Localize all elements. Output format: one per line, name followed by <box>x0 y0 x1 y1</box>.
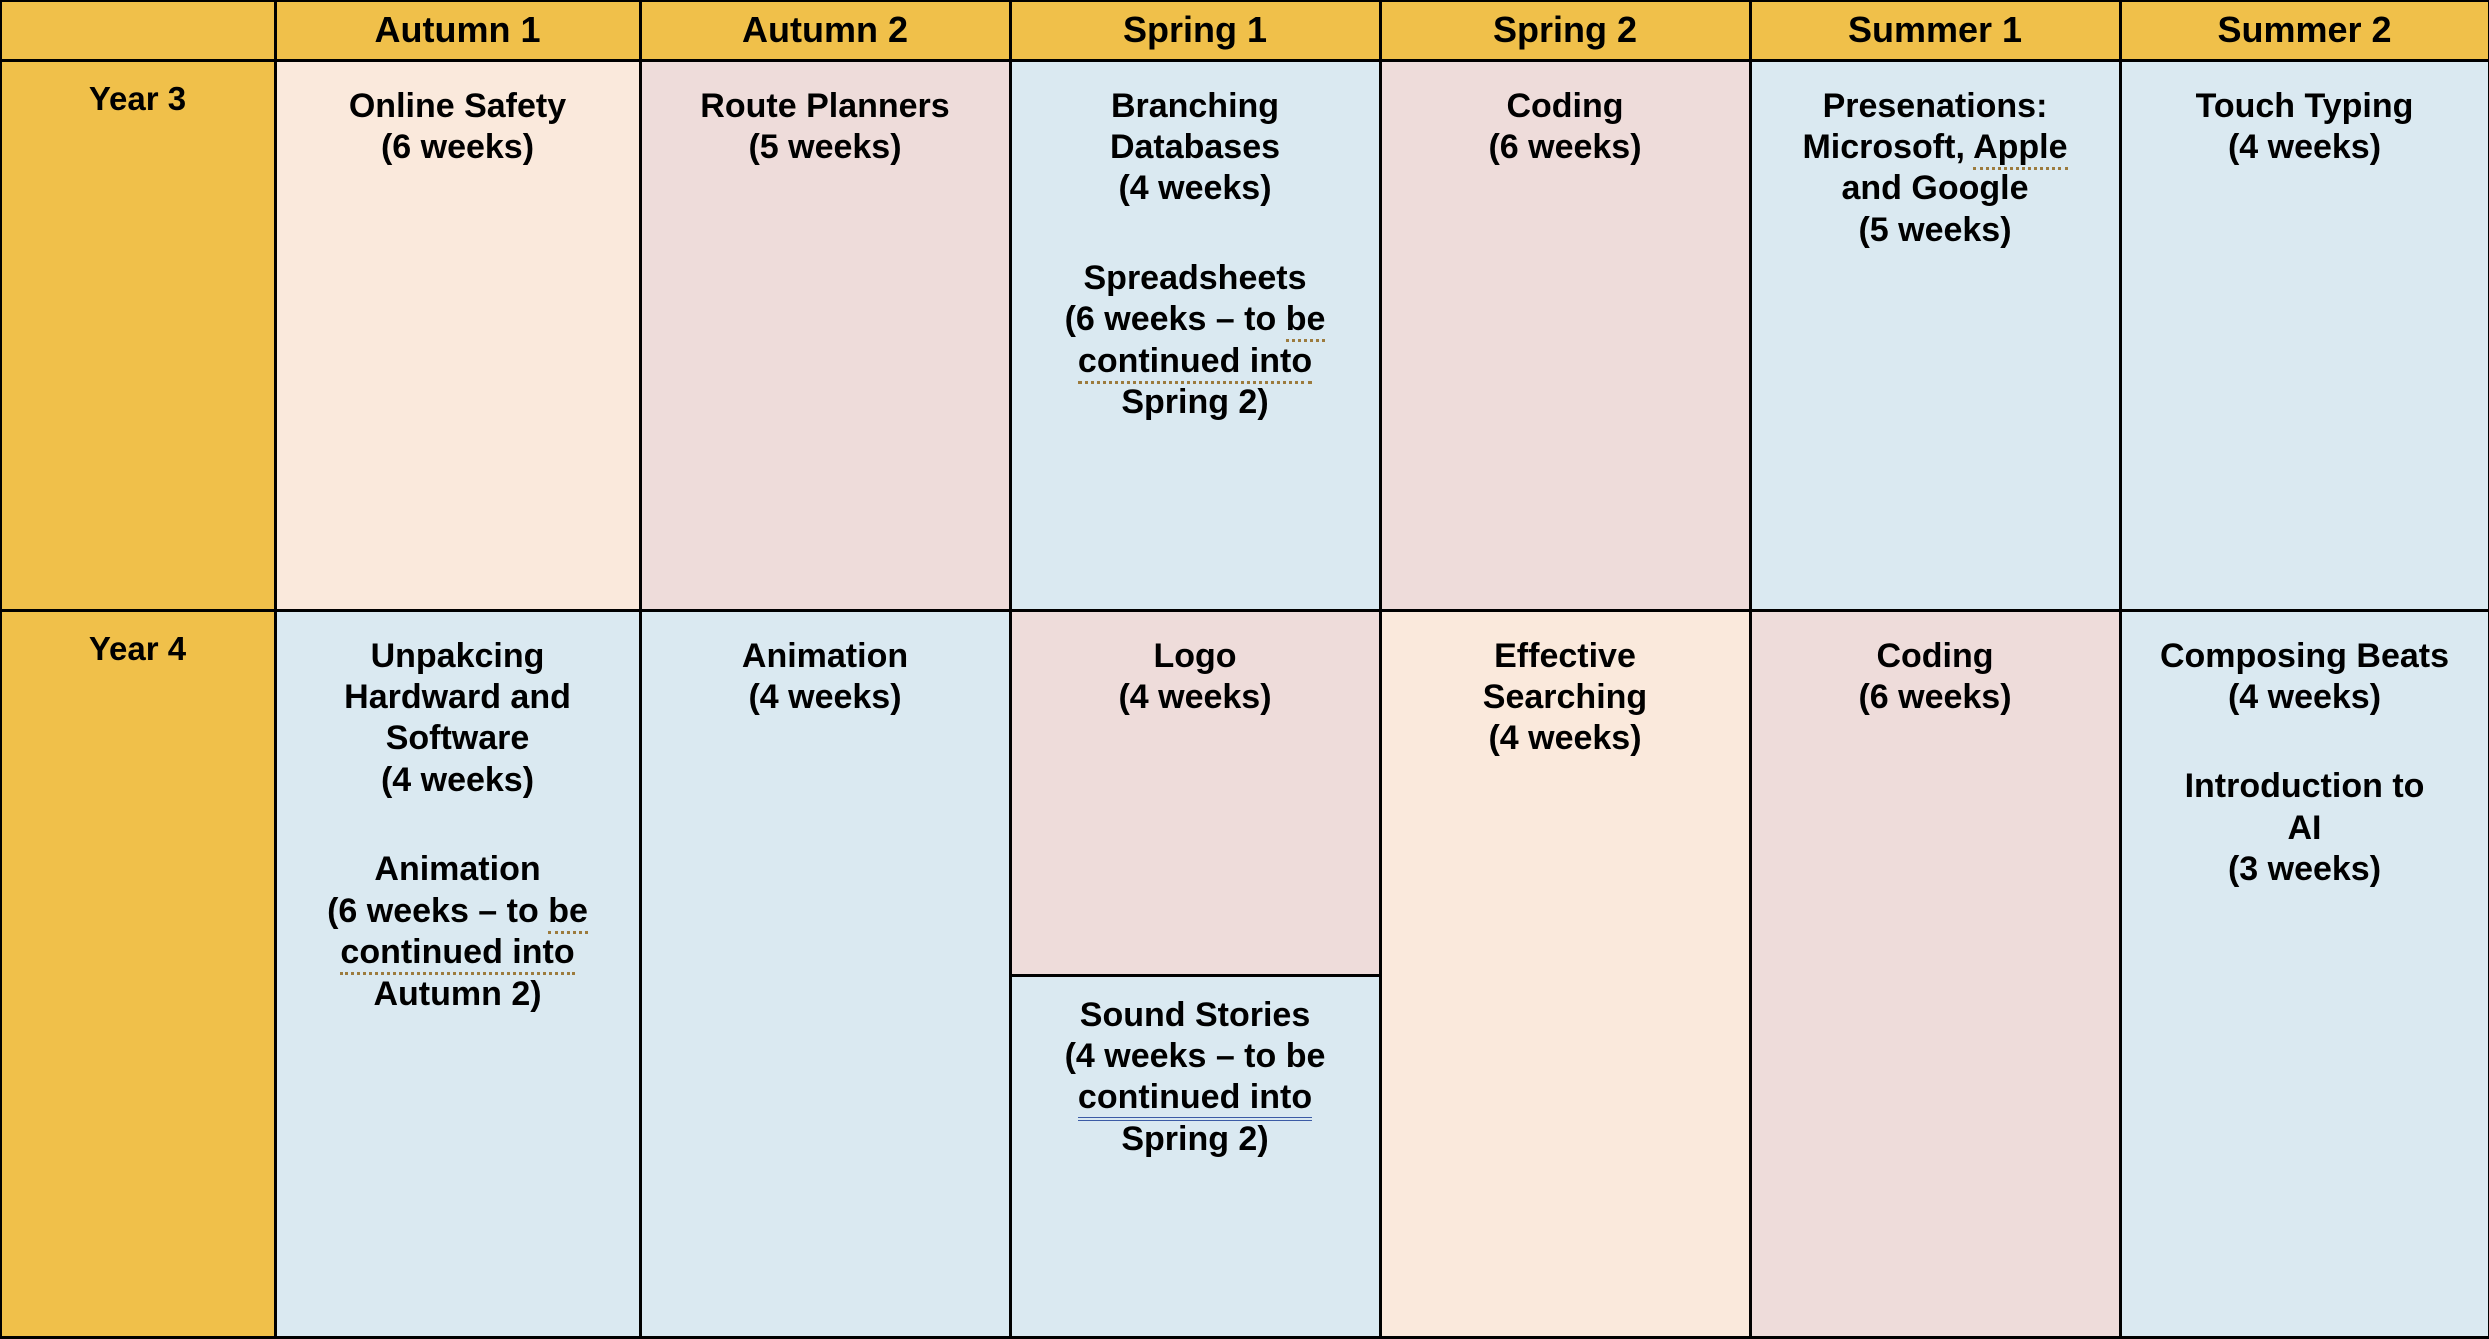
row-header-year-3: Year 3 <box>0 59 277 612</box>
topic-title: Composing Beats <box>2134 636 2476 677</box>
topic-title-line-2: Searching <box>1394 677 1737 718</box>
topic-sound-stories: Sound Stories (4 weeks – to be continued… <box>1012 977 1379 1336</box>
column-header-autumn-1: Autumn 1 <box>274 0 642 62</box>
topic-online-safety: Online Safety (6 weeks) <box>289 86 627 169</box>
topic-note-line-3: Spring 2) <box>1121 1119 1268 1160</box>
topic-title-line-1: Effective <box>1394 636 1737 677</box>
column-header-spring-2: Spring 2 <box>1379 0 1752 62</box>
column-header-summer-1: Summer 1 <box>1749 0 2122 62</box>
topic-duration: (6 weeks) <box>1394 127 1737 168</box>
topic-unpacking-hardware-software: Unpakcing Hardward and Software (4 weeks… <box>289 636 627 802</box>
topic-duration: (4 weeks) <box>654 677 997 718</box>
spell-error-continued-into: continued into <box>1078 342 1312 384</box>
topic-title: Coding <box>1394 86 1737 127</box>
note-text: Microsoft, <box>1802 128 1973 166</box>
topic-note-line-1: (6 weeks – to be <box>1024 299 1367 340</box>
note-text: (6 weeks – to <box>1065 300 1286 338</box>
topic-note-line-2: continued into <box>289 932 627 973</box>
column-header-spring-1: Spring 1 <box>1009 0 1382 62</box>
spell-error-apple: Apple <box>1973 128 2067 170</box>
topic-duration: (5 weeks) <box>1764 210 2107 251</box>
topic-duration: (6 weeks) <box>1764 677 2107 718</box>
topic-route-planners: Route Planners (5 weeks) <box>654 86 997 169</box>
spell-error-be: be <box>1286 300 1326 342</box>
topic-spreadsheets: Spreadsheets (6 weeks – to be continued … <box>1024 258 1367 424</box>
topic-title-line-3: Software <box>289 718 627 759</box>
spell-error-continued-into: continued into <box>340 933 574 975</box>
cell-year3-autumn2: Route Planners (5 weeks) <box>639 59 1012 612</box>
topic-duration: (3 weeks) <box>2134 849 2476 890</box>
topic-note-line-3: Autumn 2) <box>289 974 627 1015</box>
column-header-summer-2: Summer 2 <box>2119 0 2489 62</box>
topic-coding: Coding (6 weeks) <box>1394 86 1737 169</box>
topic-duration: (5 weeks) <box>654 127 997 168</box>
topic-duration: (4 weeks) <box>289 760 627 801</box>
topic-duration: (4 weeks) <box>2134 127 2476 168</box>
row-header-year-4: Year 4 <box>0 609 277 1339</box>
cell-year3-spring1: Branching Databases (4 weeks) Spreadshee… <box>1009 59 1382 612</box>
topic-title-line-2: Hardward and <box>289 677 627 718</box>
topic-duration: (4 weeks) <box>1394 718 1737 759</box>
topic-duration: (4 weeks) <box>2134 677 2476 718</box>
table-corner-cell <box>0 0 277 62</box>
topic-note-line-2: continued into <box>1078 1077 1312 1118</box>
cell-year4-summer1: Coding (6 weeks) <box>1749 609 2122 1339</box>
topic-title-line-3: and Google <box>1764 168 2107 209</box>
topic-duration: (4 weeks) <box>1024 168 1367 209</box>
spell-error-be: be <box>548 892 588 934</box>
topic-composing-beats: Composing Beats (4 weeks) <box>2134 636 2476 719</box>
topic-touch-typing: Touch Typing (4 weeks) <box>2134 86 2476 169</box>
cell-year4-spring1: Logo (4 weeks) Sound Stories (4 weeks – … <box>1009 609 1382 1339</box>
topic-effective-searching: Effective Searching (4 weeks) <box>1394 636 1737 760</box>
topic-branching-databases: Branching Databases (4 weeks) <box>1024 86 1367 210</box>
topic-title-line-2: AI <box>2134 808 2476 849</box>
cell-year4-spring2: Effective Searching (4 weeks) <box>1379 609 1752 1339</box>
year-4-label: Year 4 <box>89 630 186 668</box>
topic-title: Animation <box>654 636 997 677</box>
topic-coding: Coding (6 weeks) <box>1764 636 2107 719</box>
cell-year3-summer1: Presenations: Microsoft, Apple and Googl… <box>1749 59 2122 612</box>
topic-title-line-2: Microsoft, Apple <box>1764 127 2107 168</box>
column-header-autumn-2: Autumn 2 <box>639 0 1012 62</box>
cell-year3-summer2: Touch Typing (4 weeks) <box>2119 59 2489 612</box>
topic-note-line-1: (4 weeks – to be <box>1065 1036 1326 1077</box>
topic-title: Animation <box>289 849 627 890</box>
topic-presentations: Presenations: Microsoft, Apple and Googl… <box>1764 86 2107 252</box>
topic-animation: Animation (4 weeks) <box>654 636 997 719</box>
topic-title: Coding <box>1764 636 2107 677</box>
cell-year4-autumn1: Unpakcing Hardward and Software (4 weeks… <box>274 609 642 1339</box>
topic-title: Spreadsheets <box>1024 258 1367 299</box>
topic-title: Online Safety <box>289 86 627 127</box>
cell-year3-spring2: Coding (6 weeks) <box>1379 59 1752 612</box>
topic-title-line-1: Unpakcing <box>289 636 627 677</box>
topic-title: Touch Typing <box>2134 86 2476 127</box>
year-3-label: Year 3 <box>89 80 186 118</box>
topic-title: Sound Stories <box>1080 995 1310 1036</box>
topic-title-line-1: Branching <box>1024 86 1367 127</box>
cell-year3-autumn1: Online Safety (6 weeks) <box>274 59 642 612</box>
topic-introduction-to-ai: Introduction to AI (3 weeks) <box>2134 766 2476 890</box>
topic-note-line-3: Spring 2) <box>1024 382 1367 423</box>
cell-year4-summer2: Composing Beats (4 weeks) Introduction t… <box>2119 609 2489 1339</box>
topic-note-line-1: (6 weeks – to be <box>289 891 627 932</box>
topic-note-line-2: continued into <box>1024 341 1367 382</box>
topic-title: Route Planners <box>654 86 997 127</box>
topic-title-line-2: Databases <box>1024 127 1367 168</box>
topic-title: Logo <box>1153 636 1236 677</box>
note-text: (6 weeks – to <box>327 892 548 930</box>
cell-year4-autumn2: Animation (4 weeks) <box>639 609 1012 1339</box>
topic-duration: (4 weeks) <box>1118 677 1271 718</box>
topic-logo: Logo (4 weeks) <box>1012 612 1379 977</box>
topic-animation: Animation (6 weeks – to be continued int… <box>289 849 627 1015</box>
topic-title-line-1: Presenations: <box>1764 86 2107 127</box>
topic-duration: (6 weeks) <box>289 127 627 168</box>
grammar-error-continued-into: continued into <box>1078 1078 1312 1121</box>
topic-title-line-1: Introduction to <box>2134 766 2476 807</box>
